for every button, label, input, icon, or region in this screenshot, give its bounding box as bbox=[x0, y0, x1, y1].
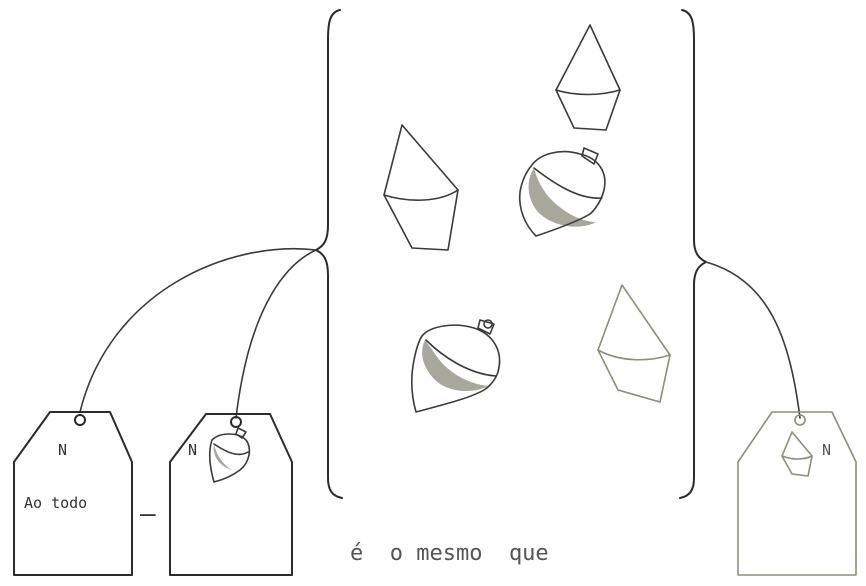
set-left-brace bbox=[316, 10, 342, 498]
tag-ao-todo-text: Ao todo bbox=[24, 494, 87, 512]
string-left-tag bbox=[80, 249, 316, 412]
minus-sign: — bbox=[140, 499, 156, 529]
tag-spinning-top-icon bbox=[210, 428, 250, 482]
diamond-shape-2 bbox=[384, 125, 458, 250]
tag-spinning-top-letter: N bbox=[188, 441, 197, 459]
caption: é o mesmo que bbox=[350, 541, 549, 566]
spinning-top-1 bbox=[520, 148, 605, 236]
tag-spinning-top: N bbox=[170, 414, 292, 575]
diamond-shape-1 bbox=[556, 25, 620, 130]
string-right-tag bbox=[706, 262, 800, 418]
string-middle-tag bbox=[236, 250, 316, 418]
diamond-shape-3 bbox=[598, 285, 670, 402]
tag-ao-todo-letter: N bbox=[58, 441, 67, 459]
set-right-brace bbox=[680, 10, 706, 498]
tag-ao-todo: N Ao todo bbox=[14, 412, 132, 575]
tag-diamond-icon bbox=[782, 432, 812, 476]
spinning-top-2 bbox=[412, 320, 500, 412]
tag-diamond: N bbox=[738, 412, 856, 575]
tag-diamond-letter: N bbox=[822, 441, 831, 459]
